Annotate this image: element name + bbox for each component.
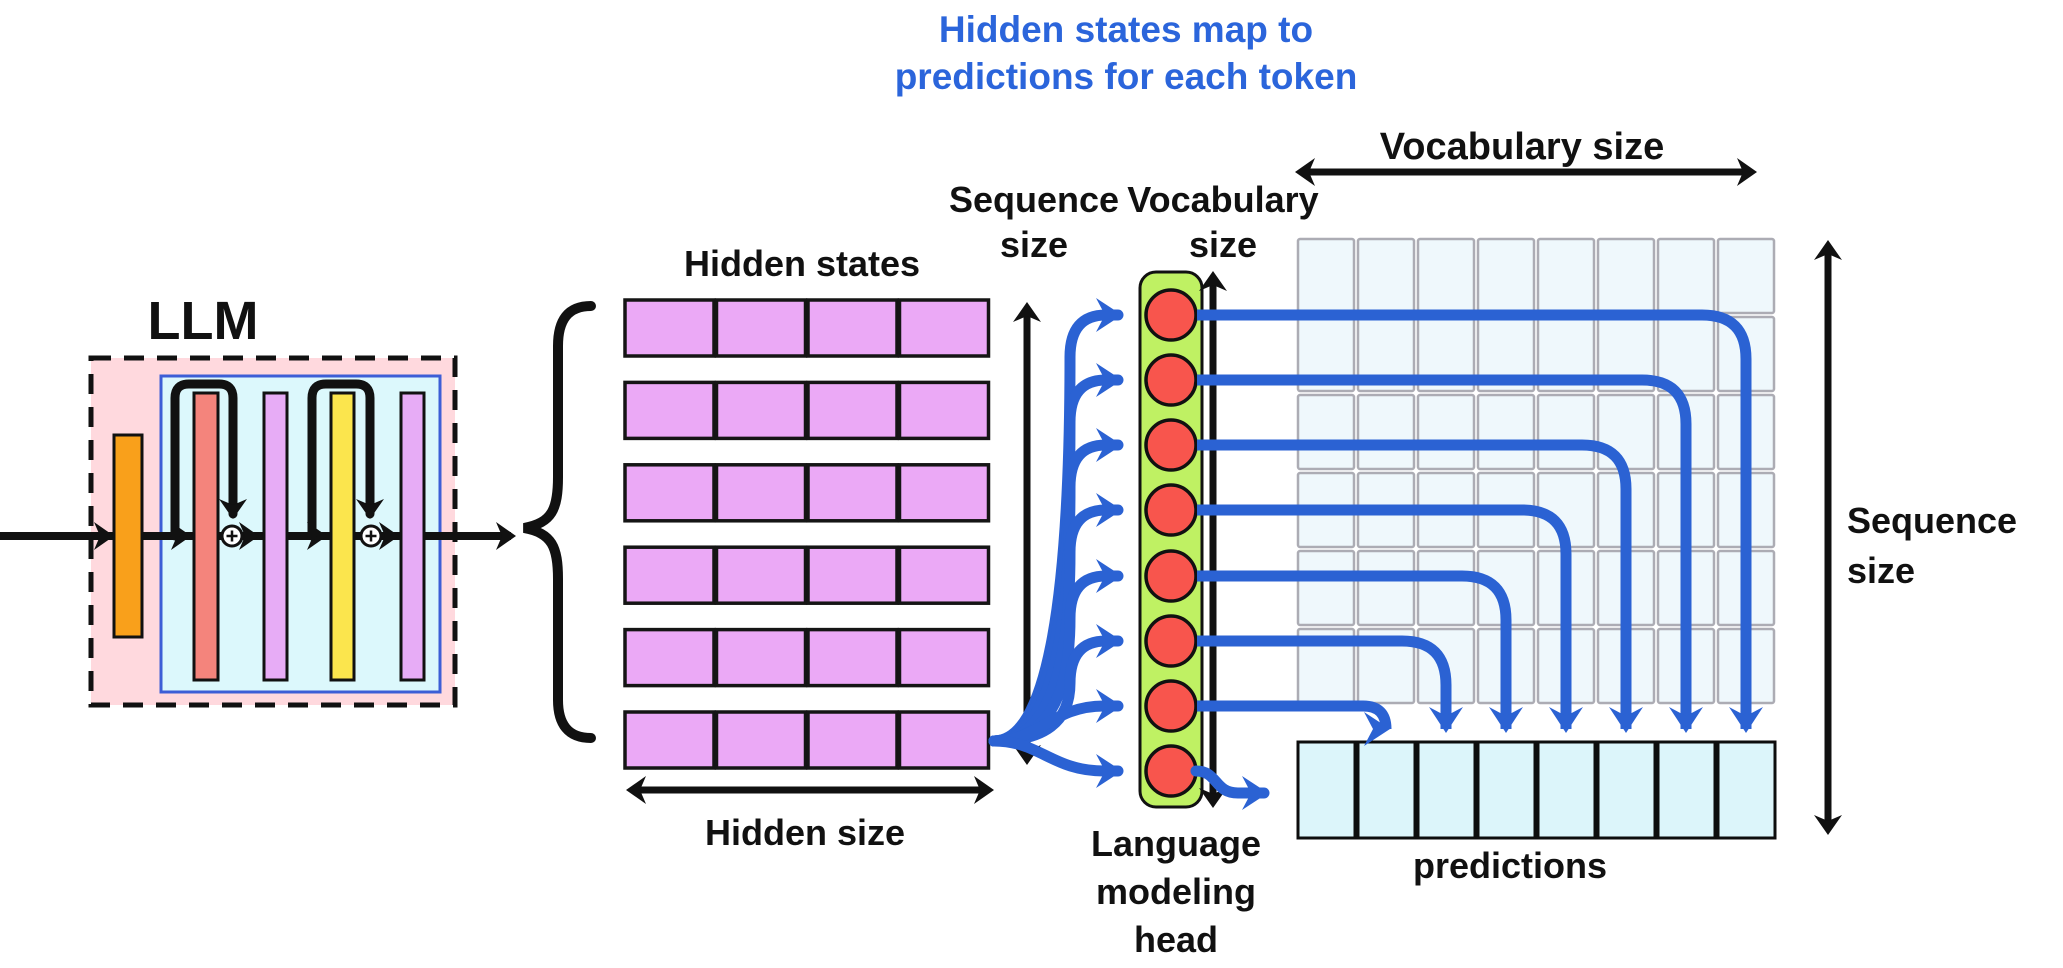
lm-head-neuron	[1144, 549, 1198, 603]
lm-head-line1: Language	[1090, 823, 1262, 864]
prediction-cell	[1476, 740, 1537, 840]
neuron-to-prediction-arrow	[1197, 504, 1583, 733]
hidden-state-cell	[897, 545, 991, 605]
hidden-state-cell	[623, 298, 716, 358]
lm-head-neuron	[1144, 353, 1198, 407]
hidden-state-cell	[897, 710, 991, 770]
vocab-grid-cell	[1596, 393, 1656, 471]
llm-layer-bar	[399, 391, 426, 682]
sequence-size-hidden-line1: Sequence	[948, 179, 1120, 220]
vocab-grid-cell	[1296, 549, 1356, 627]
hidden-state-cell	[806, 710, 899, 770]
prediction-cell	[1296, 740, 1357, 840]
neuron-to-prediction-arrow	[1197, 309, 1763, 733]
prediction-cell	[1356, 740, 1417, 840]
plus-icon	[226, 530, 238, 542]
prediction-cell	[1416, 740, 1477, 840]
vocabulary-size-grid-label: Vocabulary size	[1379, 126, 1665, 168]
vocab-grid-cell	[1416, 237, 1476, 315]
vocab-grid-cell	[1356, 237, 1416, 315]
hidden-state-cell	[623, 627, 716, 688]
lm-head-label: Language modeling head	[1091, 820, 1261, 964]
lm-head-neuron	[1144, 744, 1198, 798]
vocabulary-size-head-line1: Vocabulary	[1127, 179, 1319, 220]
lm-head-line3: head	[1133, 918, 1219, 960]
brace-icon	[522, 301, 596, 743]
vocab-grid-cell	[1416, 549, 1476, 627]
title-line2: predictions for each token	[894, 56, 1358, 98]
llm-layer-bar	[192, 391, 220, 682]
lm-head-neuron	[1144, 483, 1198, 537]
neuron-to-prediction-arrow	[1197, 700, 1403, 733]
hidden-state-cell	[806, 463, 899, 523]
hidden-state-cell	[623, 380, 716, 441]
neuron-to-prediction-arrow	[1197, 439, 1643, 733]
vocab-grid-cell	[1716, 237, 1776, 315]
hidden-state-cell	[806, 298, 899, 358]
vocab-grid-cell	[1536, 393, 1596, 471]
hidden-state-cell	[623, 545, 716, 605]
vocabulary-size-head-line2: size	[1188, 224, 1258, 265]
lm-head-neuron	[1144, 288, 1198, 342]
vocab-grid-cell	[1296, 393, 1356, 471]
sequence-size-grid-label: Sequence size	[1847, 496, 2017, 597]
hidden-state-cell	[897, 463, 991, 523]
hidden-state-cell	[714, 298, 808, 358]
prediction-cell	[1536, 740, 1597, 840]
predictions-label: predictions	[1412, 845, 1608, 886]
hidden-state-cell	[897, 298, 991, 358]
vocabulary-size-head-label: Vocabulary size	[1127, 177, 1318, 267]
llm-layer-bar	[329, 391, 356, 682]
llm-label: LLM	[147, 291, 259, 351]
sequence-size-grid-line1: Sequence	[1847, 500, 2018, 541]
vocab-grid-cell	[1656, 237, 1716, 315]
vocab-grid-cell	[1476, 237, 1536, 315]
vocab-grid-cell	[1356, 549, 1416, 627]
hidden-state-cell	[714, 545, 808, 605]
hidden-state-cell	[623, 710, 716, 770]
prediction-cell	[1596, 740, 1657, 840]
hidden-state-cell	[623, 463, 716, 523]
lm-head-neuron	[1144, 418, 1198, 472]
lm-head-neuron	[1144, 679, 1198, 733]
vocab-grid-cell	[1356, 393, 1416, 471]
prediction-cell	[1716, 740, 1777, 840]
llm-layer-bar	[112, 433, 144, 639]
neuron-to-prediction-arrow	[1197, 374, 1703, 733]
vocab-grid-cell	[1476, 393, 1536, 471]
lm-head-neuron	[1144, 614, 1198, 668]
hidden-size-label: Hidden size	[704, 812, 906, 853]
hidden-state-cell	[806, 545, 899, 605]
residual-skip-arrow	[307, 379, 384, 541]
residual-skip-arrow	[170, 379, 247, 541]
vocab-grid-cell	[1356, 627, 1416, 705]
hidden-state-cell	[714, 710, 808, 770]
neuron-to-prediction-arrow	[1197, 635, 1463, 733]
hidden-state-cell	[806, 380, 899, 441]
hidden-state-cell	[897, 627, 991, 688]
diagram-title: Hidden states map to predictions for eac…	[895, 6, 1358, 101]
sequence-size-hidden-line2: size	[999, 224, 1069, 265]
hidden-state-cell	[714, 380, 808, 441]
hidden-state-cell	[714, 463, 808, 523]
vocab-grid-cell	[1536, 237, 1596, 315]
lm-head-line2: modeling	[1095, 870, 1256, 912]
plus-icon	[365, 530, 377, 542]
sequence-size-grid-line2: size	[1847, 550, 1916, 592]
hidden-states-label: Hidden states	[683, 243, 921, 284]
neuron-to-prediction-wavy-arrow	[1190, 765, 1270, 810]
hidden-state-cell	[897, 380, 991, 441]
vocab-grid-cell	[1596, 237, 1656, 315]
prediction-cell	[1656, 740, 1717, 840]
sequence-size-hidden-label: Sequence size	[949, 177, 1119, 267]
hidden-to-neuron-arrow	[988, 735, 1124, 788]
vocab-grid-cell	[1416, 393, 1476, 471]
neuron-to-prediction-arrow	[1197, 570, 1523, 733]
llm-layer-bar	[262, 391, 289, 682]
hidden-state-cell	[806, 627, 899, 688]
title-line1: Hidden states map to	[938, 9, 1314, 50]
hidden-state-cell	[714, 627, 808, 688]
